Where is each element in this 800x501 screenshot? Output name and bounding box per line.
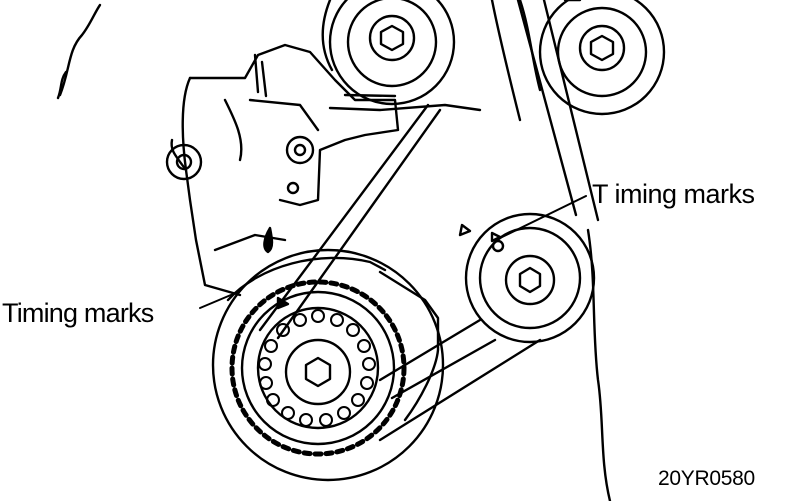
crankshaft-sprocket [211,248,445,482]
leader-line-left [199,291,239,309]
camshaft-pulley [464,212,596,344]
crank-pulley-holes [258,309,376,427]
top-right-idler-pulley [538,0,666,116]
crank-timing-mark [276,296,290,310]
figure-code: 20YR0580 [658,467,755,490]
top-left-idler-pulley [328,0,456,106]
leader-line-right [499,195,587,239]
timing-mark-triangle [458,223,472,237]
tensioner-bracket [165,43,400,297]
timing-marks-label-right: T iming marks [592,179,755,209]
timing-marks-label-left: Timing marks [2,298,154,328]
